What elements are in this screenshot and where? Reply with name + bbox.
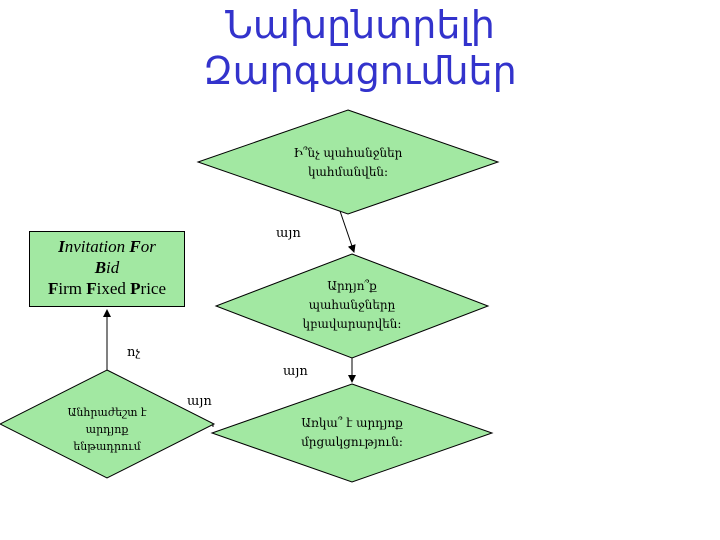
decision-necessary-text: Անհրաժեշտ է արդյոք ենթադրում <box>47 404 167 455</box>
d1-line-1: Ի՞նչ պահանջներ <box>293 146 403 160</box>
title-line-2: Զարգացումներ <box>203 49 517 93</box>
box-l3-bold-f2: F <box>86 279 97 298</box>
decision-diamond-necessary <box>0 369 216 479</box>
d4-line-3: ենթադրում <box>73 440 141 453</box>
box-l3-text-b: ixed <box>96 279 131 298</box>
box-l1-bold-i: I <box>58 237 65 256</box>
box-l1-text-a: nvitation <box>64 237 130 256</box>
edge-label-no-1: ոչ <box>127 345 141 360</box>
slide-title: Նախընտրելի Զարգացումներ <box>0 2 720 94</box>
box-l3-bold-p: P <box>130 279 141 298</box>
box-l3-text-c: rice <box>140 279 167 298</box>
d3-line-1: Առկա՞ է արդյոք <box>301 416 403 430</box>
box-line-2: Bid <box>30 257 184 278</box>
box-l2-text: id <box>106 258 120 277</box>
decision-requirements-text: Ի՞նչ պահանջներ կահմանվեն: <box>258 144 438 182</box>
d4-line-2: արդյոք <box>85 423 129 436</box>
d2-line-1: Արդյո՞ք <box>327 279 377 293</box>
edge-label-yes-1: այո <box>276 226 301 241</box>
edge-label-yes-3: այո <box>187 394 212 409</box>
d2-line-3: կբավարարվեն: <box>302 317 402 331</box>
decision-diamond-competition <box>210 383 494 483</box>
d3-line-2: մրցակցություն: <box>301 435 403 449</box>
d4-line-1: Անհրաժեշտ է <box>67 406 147 419</box>
box-l1-bold-f: F <box>129 237 141 256</box>
box-l1-text-b: or <box>140 237 156 256</box>
d2-line-2: պահանջները <box>308 298 396 312</box>
edge-label-yes-2: այո <box>283 364 308 379</box>
decision-competition-text: Առկա՞ է արդյոք մրցակցություն: <box>282 414 422 452</box>
decision-satisfied-text: Արդյո՞ք պահանջները կբավարարվեն: <box>282 277 422 334</box>
d1-line-2: կահմանվեն: <box>307 165 389 179</box>
arrow-d1-to-d2 <box>339 210 356 253</box>
box-l3-text-a: irm <box>58 279 87 298</box>
box-line-3: Firm Fixed Price <box>30 278 184 299</box>
box-line-1: Invitation For <box>30 236 184 257</box>
decision-diamond-requirements <box>196 109 500 215</box>
box-l3-bold-f1: F <box>47 279 59 298</box>
title-line-1: Նախընտրելի <box>225 3 495 47</box>
invitation-for-bid-box: Invitation For Bid Firm Fixed Price <box>29 231 185 307</box>
box-l2-bold-b: B <box>94 258 107 277</box>
